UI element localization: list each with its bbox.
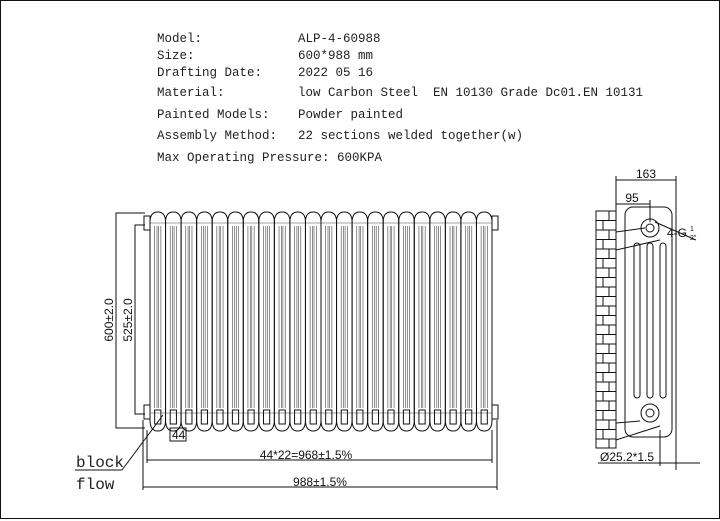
brick-wall (595, 210, 617, 449)
side-view: 163 95 4-G 1 2" Ø25.2*1.5 (595, 167, 700, 470)
end-plug (491, 404, 499, 420)
radiator-section (398, 211, 415, 432)
radiator-section (444, 211, 462, 432)
spec-label: Painted Models: (157, 108, 270, 122)
radiator-section (211, 211, 229, 432)
sections-dimension: 44*22=968±1.5% (146, 430, 493, 463)
block-label: block (76, 454, 124, 472)
centers-dimension: 525±2.0 (121, 224, 145, 415)
spec-value: 22 sections welded together(w) (298, 129, 523, 143)
front-view (143, 211, 499, 432)
sections-dim-label: 44*22=968±1.5% (260, 448, 353, 462)
radiator-section (165, 211, 182, 432)
radiator-section (460, 211, 477, 432)
radiator-section (289, 211, 306, 432)
radiator-section (227, 211, 244, 432)
spec-value: low Carbon Steel EN 10130 Grade Dc01.EN … (298, 86, 643, 100)
total-dim-label: 988±1.5% (293, 475, 347, 489)
radiator-section (351, 211, 369, 432)
depth-dim-label: 163 (636, 167, 656, 181)
centers-dim-label: 525±2.0 (121, 298, 135, 342)
height-dim-label: 600±2.0 (102, 298, 116, 342)
radiator-section (196, 211, 213, 432)
height-dimension: 600±2.0 (102, 212, 145, 429)
thread-fraction-den: 2" (690, 235, 697, 242)
total-width-dimension: 988±1.5% (142, 420, 498, 490)
radiator-section (429, 211, 446, 432)
radiator-section (258, 211, 275, 432)
flow-label: flow (76, 476, 115, 494)
radiator-section (336, 211, 353, 432)
spec-value: Powder painted (298, 108, 403, 122)
radiator-section (304, 211, 322, 432)
wall-dim-label: 95 (625, 191, 639, 205)
spec-label: Assembly Method: (157, 129, 277, 143)
pressure-text: Max Operating Pressure: 600KPA (157, 151, 383, 165)
thread-fraction-num: 1 (690, 226, 694, 233)
end-plug (491, 215, 499, 231)
radiator-side-body (624, 206, 673, 438)
radiator-section (413, 211, 431, 432)
pipe-dim-label: Ø25.2*1.5 (600, 450, 654, 464)
radiator-section (273, 211, 291, 432)
radiator-section (475, 211, 493, 432)
radiator-section (242, 211, 260, 432)
radiator-section (367, 211, 384, 432)
spec-value: 2022 05 16 (298, 66, 373, 80)
spec-label: Model: (157, 32, 202, 46)
section-width-box (169, 427, 187, 442)
spec-label: Size: (157, 49, 195, 63)
spec-table: Model: ALP-4-60988 Size: 600*988 mm Draf… (157, 32, 643, 165)
spec-value: 600*988 mm (298, 49, 373, 63)
spec-label: Material: (157, 86, 225, 100)
end-plug (143, 404, 151, 420)
radiator-section (320, 211, 338, 432)
radiator-section (180, 211, 198, 432)
spec-value: ALP-4-60988 (298, 32, 381, 46)
radiator-section (149, 211, 167, 432)
end-plug (143, 215, 151, 231)
thread-label: 4-G (667, 226, 687, 240)
radiator-section (382, 211, 400, 432)
spec-label: Drafting Date: (157, 66, 262, 80)
bottom-connection-icon (640, 403, 660, 423)
section-width-label: 44 (172, 428, 186, 442)
